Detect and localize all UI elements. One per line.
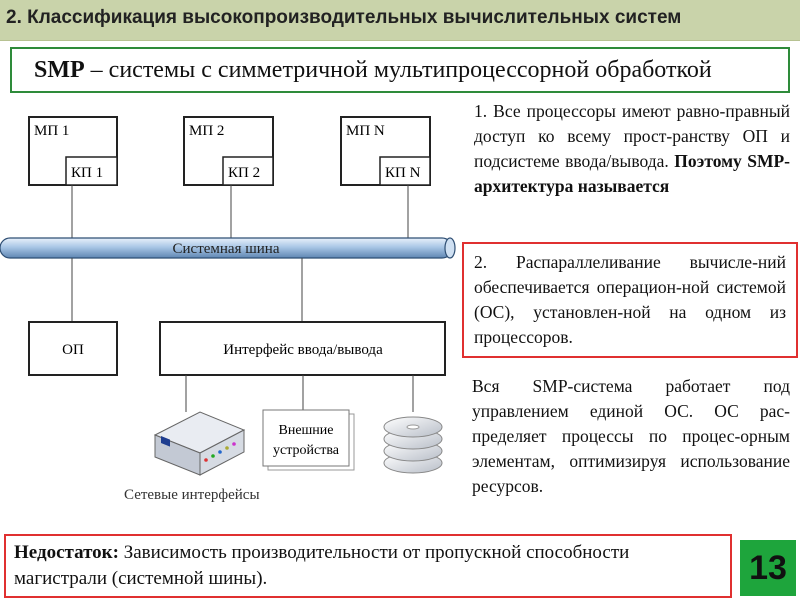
drawback-box: Недостаток: Зависимость производительнос… bbox=[4, 534, 732, 598]
mp-1-label: МП 1 bbox=[34, 123, 69, 139]
paragraph-1-bold: Поэтому SMP-архитектура называется bbox=[474, 151, 790, 196]
kp-n-label: КП N bbox=[385, 165, 421, 181]
kp-1-label: КП 1 bbox=[71, 165, 103, 181]
disk-storage-icon bbox=[383, 416, 443, 474]
external-devices-block: Внешние устройства bbox=[262, 409, 355, 471]
network-device-icon bbox=[153, 411, 246, 476]
memory-label: ОП bbox=[62, 342, 84, 358]
slide-header: 2. Классификация высокопроизводительных … bbox=[0, 0, 800, 41]
paragraph-1-plain: 1. Все процессоры имеют равно-правный до… bbox=[474, 101, 790, 171]
paragraph-2: 2. Распараллеливание вычисле-ний обеспеч… bbox=[474, 252, 786, 347]
page-number-badge: 13 bbox=[740, 540, 796, 596]
subtitle: SMP – системы с симметричной мультипроце… bbox=[34, 57, 712, 84]
highlight-box: 2. Распараллеливание вычисле-ний обеспеч… bbox=[462, 242, 798, 358]
mp-n-label: МП N bbox=[346, 123, 385, 139]
subtitle-abbr: SMP bbox=[34, 57, 85, 83]
subtitle-box: SMP – системы с симметричной мультипроце… bbox=[10, 47, 790, 93]
processor-1: МП 1 КП 1 bbox=[28, 116, 118, 186]
system-bus: Системная шина bbox=[0, 237, 456, 259]
external-devices-line1: Внешние bbox=[278, 423, 333, 438]
subtitle-text: системы с симметричной мультипроцессорно… bbox=[108, 57, 712, 83]
memory-block: ОП bbox=[28, 321, 118, 376]
external-devices-line2: устройства bbox=[273, 443, 340, 458]
drawback-text: Недостаток: Зависимость производительнос… bbox=[14, 540, 724, 592]
processor-n: МП N КП N bbox=[340, 116, 431, 186]
paragraph-1: 1. Все процессоры имеют равно-правный до… bbox=[474, 99, 790, 239]
slide-title: 2. Классификация высокопроизводительных … bbox=[6, 7, 682, 28]
io-label: Интерфейс ввода/вывода bbox=[223, 342, 383, 358]
io-interface-block: Интерфейс ввода/вывода bbox=[159, 321, 446, 376]
processor-2: МП 2 КП 2 bbox=[183, 116, 274, 186]
network-label: Сетевые интерфейсы bbox=[124, 487, 260, 503]
paragraph-3: Вся SMP-система работает под управлением… bbox=[472, 376, 790, 496]
smp-diagram: МП 1 КП 1 МП 2 КП 2 МП N КП N Системная … bbox=[0, 116, 456, 503]
mp-2-label: МП 2 bbox=[189, 123, 224, 139]
kp-2-label: КП 2 bbox=[228, 165, 260, 181]
drawback-label: Недостаток: bbox=[14, 542, 119, 563]
bus-label: Системная шина bbox=[173, 241, 280, 257]
subtitle-dash: – bbox=[84, 57, 109, 83]
drawback-body: Зависимость производительности от пропус… bbox=[14, 542, 630, 589]
